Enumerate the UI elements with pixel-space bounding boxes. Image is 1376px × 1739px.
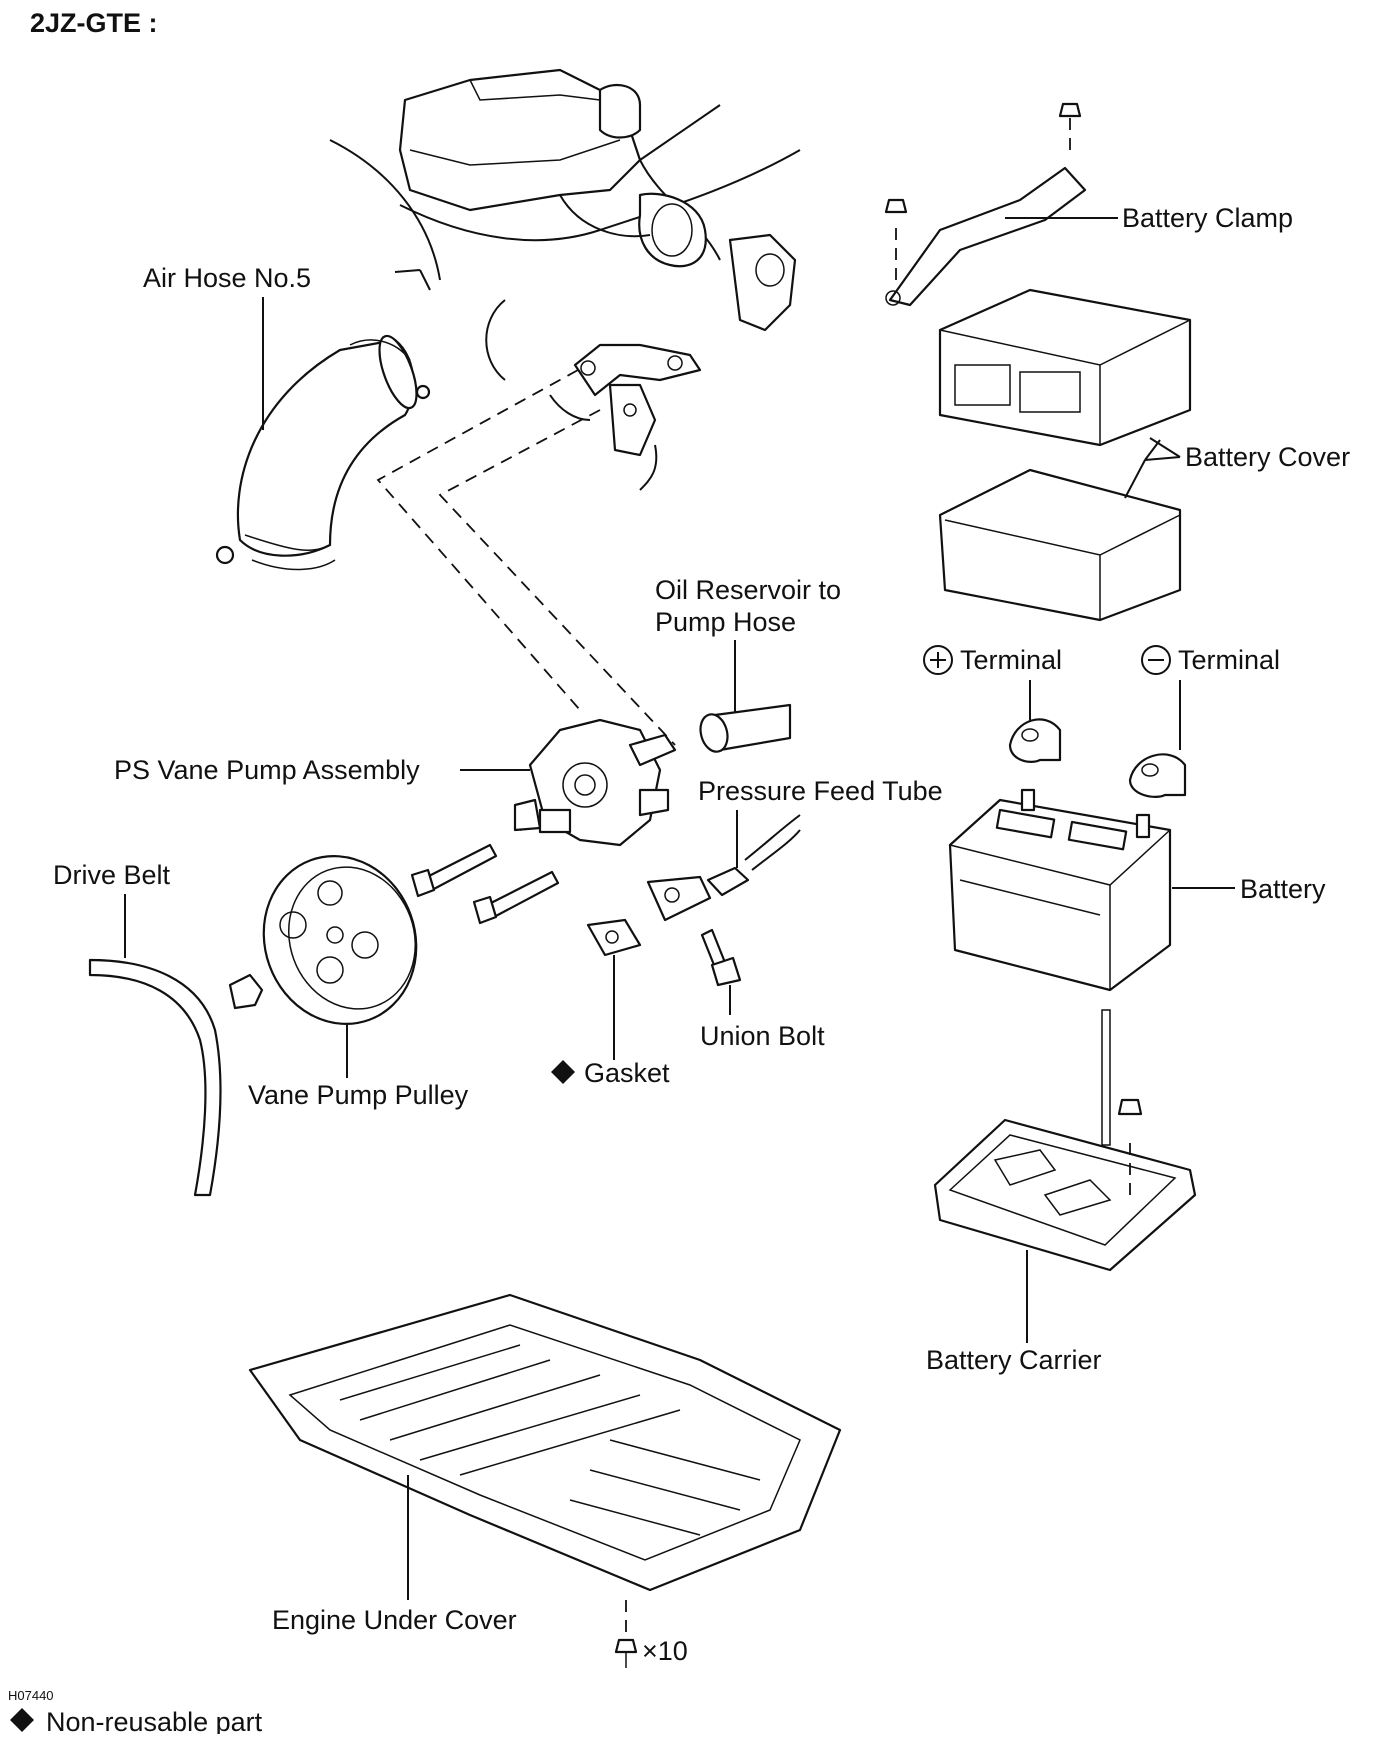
drive-belt-label: Drive Belt <box>53 860 171 890</box>
plus-circle-icon <box>923 645 953 675</box>
battery-clamp: Battery Clamp <box>884 102 1293 307</box>
battery-label: Battery <box>1240 874 1326 904</box>
union-bolt: Union Bolt <box>700 928 825 1051</box>
terminal-negative: Terminal <box>1128 645 1280 798</box>
figure-code: H07440 <box>8 1688 54 1703</box>
battery-clamp-label: Battery Clamp <box>1122 203 1293 233</box>
ps-vane-pump: PS Vane Pump Assembly <box>114 718 677 847</box>
engine-block <box>329 68 801 491</box>
air-hose-no5: Air Hose No.5 <box>143 263 431 571</box>
vane-pump-pulley: Vane Pump Pulley <box>248 855 469 1110</box>
terminal-negative-label: Terminal <box>1178 645 1280 675</box>
pressure-feed-tube: Pressure Feed Tube <box>646 776 943 922</box>
legend-label: Non-reusable part <box>46 1707 263 1734</box>
bolt-icon <box>614 1638 638 1654</box>
assembly-guide-1 <box>376 369 581 711</box>
bolt-count-label: ×10 <box>642 1636 688 1666</box>
ps-vane-pump-label: PS Vane Pump Assembly <box>114 755 420 785</box>
battery-cover: Battery Cover <box>938 288 1350 622</box>
assembly-guide-2 <box>438 409 676 746</box>
terminal-positive-label: Terminal <box>960 645 1062 675</box>
pump-bolt-2 <box>472 870 560 925</box>
battery: Battery <box>948 788 1326 992</box>
oil-reservoir-hose: Oil Reservoir to Pump Hose <box>655 575 841 753</box>
battery-carrier-label: Battery Carrier <box>926 1345 1102 1375</box>
oil-reservoir-hose-label-2: Pump Hose <box>655 607 796 637</box>
vane-pump-pulley-label: Vane Pump Pulley <box>248 1080 469 1110</box>
terminal-positive: Terminal <box>923 645 1062 763</box>
gasket-diamond-icon <box>551 1060 575 1084</box>
air-hose-label: Air Hose No.5 <box>143 263 311 293</box>
minus-circle-icon <box>1141 645 1171 675</box>
oil-reservoir-hose-label-1: Oil Reservoir to <box>655 575 841 605</box>
pump-bolt-1 <box>410 843 498 898</box>
union-bolt-label: Union Bolt <box>700 1021 825 1051</box>
diagram-title: 2JZ-GTE : <box>30 8 158 38</box>
battery-cover-label: Battery Cover <box>1185 442 1350 472</box>
gasket-label: Gasket <box>584 1058 670 1088</box>
pressure-feed-tube-label: Pressure Feed Tube <box>698 776 943 806</box>
engine-under-cover: Engine Under Cover ×10 <box>248 1293 842 1668</box>
gasket: Gasket <box>551 918 670 1088</box>
drive-belt: Drive Belt <box>53 860 222 1197</box>
engine-under-cover-label: Engine Under Cover <box>272 1605 517 1635</box>
battery-carrier: Battery Carrier <box>926 1009 1197 1375</box>
diamond-icon <box>10 1708 34 1732</box>
legend: Non-reusable part <box>10 1707 263 1737</box>
pulley-nut <box>228 973 264 1010</box>
